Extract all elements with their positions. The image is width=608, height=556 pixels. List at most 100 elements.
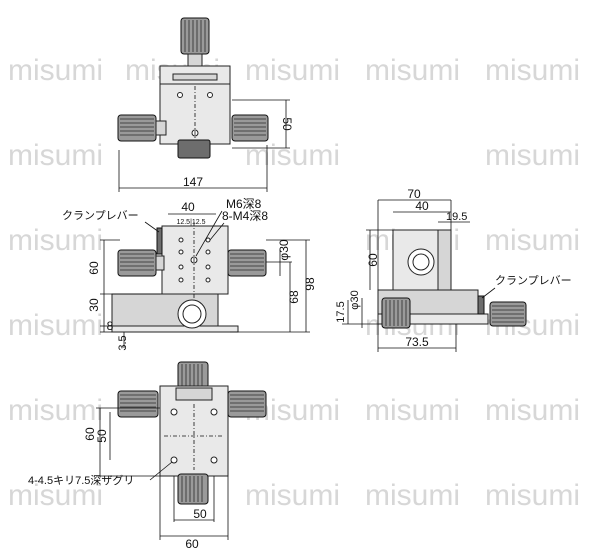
bottom-knob [177,473,209,505]
knurl-lines [120,118,154,136]
side-knob-left [381,297,411,329]
knurl-lines [385,300,407,326]
counterbore-hole [210,408,218,416]
knurl-lines [234,118,266,136]
dim-8: 8 [107,319,114,333]
dim-40: 40 [415,199,429,213]
m4-hole [205,277,211,283]
right-knob [227,249,267,277]
note-m6: M6深8 [226,197,262,211]
dim-60: 60 [366,253,380,267]
clamp-lever-label: クランプレバー [495,274,572,287]
watermark-layer: misumi misumi misumi misumi misumi misum… [8,54,580,512]
watermark-text: misumi [485,224,580,257]
dim-68: 68 [287,290,301,304]
left-knob [117,390,159,418]
watermark-text: misumi [365,479,460,512]
knob-housing [175,387,213,401]
dim-60-bottom: 60 [185,537,199,551]
right-knob [231,114,269,142]
knurl-lines [181,364,203,386]
dim-50-bottom: 50 [193,507,207,521]
dim-60-left: 60 [83,427,97,441]
mount-hole [177,92,183,98]
knob-shaft [155,255,165,271]
dim-pitch: 12.5|12.5 [176,219,205,226]
watermark-text: misumi [245,54,340,87]
clamp-lever-label: クランプレバー [62,209,139,222]
watermark-text: misumi [485,479,580,512]
knurl-lines [181,476,203,502]
mount-hole [207,92,213,98]
front-view: クランプレバー 40 12.5|12.5 M6深8 8-M4深8 98 68 φ… [62,197,317,351]
dim-phi30: φ30 [349,290,361,309]
dim-30: 30 [87,298,101,312]
knurl-lines [184,20,206,52]
top-knob [177,361,209,389]
dim-147: 147 [183,175,203,189]
leader-line [144,221,160,233]
watermark-text: misumi [245,479,340,512]
dim-19-5: 19.5 [446,211,467,223]
watermark-text: misumi [485,54,580,87]
bore-hole-inner [182,304,202,324]
m4-hole [178,237,184,243]
dim-73-5: 73.5 [405,335,429,349]
side-view: 70 40 19.5 60 17.5 φ30 73.5 クランプレバー [335,187,572,352]
dim-60: 60 [87,261,101,275]
knob-shaft [187,53,203,67]
side-base-plate [377,313,489,325]
counterbore-hole [210,456,218,464]
counterbore-hole [170,456,178,464]
watermark-text: misumi [8,394,103,427]
watermark-text: misumi [8,479,103,512]
counterbore-hole [170,408,178,416]
leader-line [149,461,173,481]
leader-line [195,210,223,257]
side-clamp-lever [477,295,485,315]
lever-slot [172,73,218,81]
knob-shaft [155,120,167,136]
note-m4: 8-M4深8 [222,209,268,223]
dim-50: 50 [280,117,294,131]
base-plate [111,325,239,333]
dim-40: 40 [181,200,195,214]
leader-line [209,222,225,241]
dim-phi30: φ30 [277,239,291,260]
bottom-view: 60 50 4-4.5キリ7.5深ザグリ 50 60 [28,361,267,551]
watermark-text: misumi [485,394,580,427]
knurl-lines [230,394,264,412]
watermark-text: misumi [245,139,340,172]
watermark-text: misumi [8,139,103,172]
knurl-lines [120,253,154,271]
watermark-text: misumi [8,224,103,257]
leader-line [481,287,496,299]
dim-70: 70 [407,187,421,201]
m4-hole [205,264,211,270]
knurl-lines [492,305,524,323]
clamp-lever [156,227,163,255]
right-knob [227,390,267,418]
dim-17-5: 17.5 [335,301,347,322]
watermark-text: misumi [8,54,103,87]
dim-3-5: 3.5 [117,335,129,350]
m4-hole [205,249,211,255]
watermark-text: misumi [485,139,580,172]
counterbore-note: 4-4.5キリ7.5深ザグリ [28,473,134,487]
watermark-text: misumi [8,309,103,342]
m4-hole [178,249,184,255]
side-rib [437,229,452,291]
bottom-knob [177,139,211,159]
watermark-text: misumi [365,394,460,427]
watermark-text: misumi [365,54,460,87]
side-bore-inner [412,253,430,271]
dim-98: 98 [303,277,317,291]
m4-hole [205,237,211,243]
m4-hole [178,277,184,283]
knurl-lines [230,253,264,271]
knurl-lines [120,394,156,412]
m4-hole [178,264,184,270]
dim-50-left: 50 [95,429,109,443]
top-view: 147 50 [117,17,294,192]
